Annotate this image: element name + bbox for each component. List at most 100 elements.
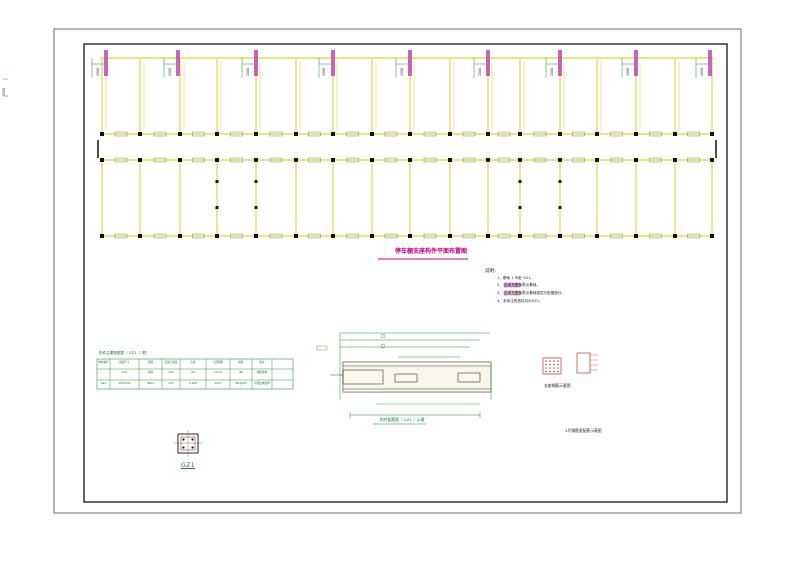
table-header-cell: 截面尺寸 — [119, 361, 130, 364]
column — [448, 132, 452, 136]
pier-column — [634, 50, 638, 76]
column — [294, 132, 298, 136]
rebar-dot — [549, 367, 551, 369]
rebar-dot — [545, 367, 547, 369]
table-subheader-cell: 纵筋 — [147, 371, 154, 374]
column — [294, 234, 298, 238]
beam-tag — [230, 157, 243, 163]
beam-tag — [649, 157, 662, 163]
column — [215, 158, 219, 162]
column — [518, 180, 522, 183]
rebar-dot — [553, 360, 555, 362]
bay-dimension-label: 1500 — [322, 67, 326, 76]
note-swatch-1 — [503, 282, 521, 288]
beam-tag — [114, 233, 128, 239]
notes-title: 说明： — [485, 269, 499, 274]
table-row-cell: 4Φ12 — [147, 382, 154, 385]
column — [558, 158, 562, 162]
drawing-frame — [83, 43, 728, 503]
beam-tag — [192, 131, 205, 137]
left-mark-text: 1500 — [2, 87, 6, 96]
table-subheader-cell: 构造要求 — [256, 371, 268, 374]
bay-dimension-label: 1500 — [246, 67, 250, 76]
table-subheader-cell: C25 — [168, 371, 174, 374]
table-row-cell: 250×250 — [118, 382, 131, 385]
column — [518, 158, 522, 162]
column — [486, 158, 490, 162]
beam-tag — [462, 233, 476, 239]
beam-tag — [462, 131, 476, 137]
beam-tag — [230, 131, 243, 137]
column — [254, 206, 258, 209]
table-row-cell: 5.200 — [189, 382, 197, 385]
beam-tag — [610, 157, 623, 163]
column — [408, 158, 412, 162]
left-mark-symbol — [3, 78, 8, 97]
beam-tag — [572, 233, 585, 239]
column — [595, 234, 599, 238]
rebar-dot — [557, 370, 559, 373]
sheet-border — [53, 28, 742, 514]
rebar-dot — [549, 363, 551, 366]
note-swatch-2 — [503, 290, 521, 296]
column — [370, 234, 374, 238]
column — [138, 234, 142, 238]
column — [595, 158, 599, 162]
beam-tag — [346, 233, 359, 239]
column — [370, 132, 374, 136]
column — [710, 132, 714, 136]
rebar-cage-caption: 1号钢筋笼配筋示意图 — [565, 428, 602, 433]
beam-tag — [423, 233, 437, 239]
table-header-cell: 上部钢筋 — [212, 361, 224, 364]
column — [518, 206, 522, 209]
note-3: 3、 此填充图案表示基础垫层与桩帽部分。 — [497, 291, 566, 295]
rebar-dot — [545, 363, 547, 366]
table-header-cell: 构件编号 — [98, 361, 109, 364]
pier-column — [254, 50, 258, 76]
gz1-section-symbol — [174, 430, 202, 457]
column — [215, 132, 219, 136]
bay-dimension-label: 1500 — [626, 67, 630, 76]
bay-dimension-label: 1500 — [478, 67, 482, 76]
column — [673, 234, 677, 238]
column — [215, 234, 219, 238]
column — [558, 234, 562, 238]
table-subheader-cell: b×h — [121, 371, 128, 374]
beam-tag — [687, 233, 700, 239]
column — [254, 234, 258, 238]
column — [254, 180, 258, 183]
table-subheader-cell: ①②③④ — [213, 371, 223, 374]
table-header-cell: 箍筋 — [238, 361, 244, 364]
beam-tag — [423, 157, 437, 163]
beam-tag — [308, 131, 321, 137]
table-title: 构件主要数据表（ GZ1, 1 根） — [99, 351, 150, 355]
section-caption: 构件配筋图（ GZ1 ）示意 — [380, 417, 425, 422]
beam-tag — [687, 157, 700, 163]
column — [178, 234, 182, 238]
beam-tag — [649, 233, 662, 239]
table-header-cell: 混凝土强度 — [164, 361, 178, 364]
beam-tag — [269, 131, 283, 137]
floor-plan — [91, 50, 717, 239]
beam-tag — [572, 131, 585, 137]
bay-dimension-label: 1500 — [96, 67, 100, 76]
plan-title: 停车棚支座构件平面布置图 — [395, 248, 468, 255]
beam-tag — [384, 131, 398, 137]
bay-dimension-label: 1500 — [550, 67, 554, 76]
beam-tag — [497, 157, 511, 163]
beam-tag — [346, 157, 359, 163]
column — [558, 206, 562, 209]
rebar-dot — [557, 360, 559, 362]
data-table — [96, 358, 294, 390]
column — [518, 132, 522, 136]
rebar-dot — [545, 360, 547, 362]
beam-tag — [384, 157, 398, 163]
column — [448, 158, 452, 162]
column — [138, 158, 142, 162]
beam-tag — [610, 233, 623, 239]
section-detail — [316, 332, 492, 425]
beam-tag — [269, 157, 283, 163]
table-row-cell: Φ6@200 — [235, 382, 247, 385]
